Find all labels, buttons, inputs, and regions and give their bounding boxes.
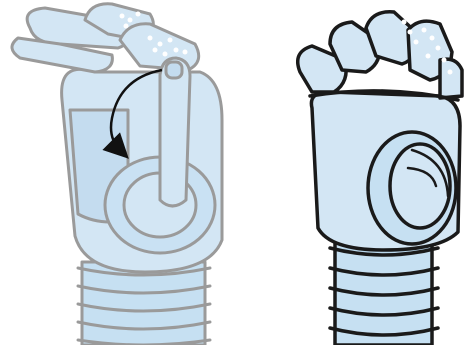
left-hand-panel xyxy=(12,4,222,345)
left-wrist-coil xyxy=(78,262,210,345)
left-thumb xyxy=(160,58,190,206)
right-fingers xyxy=(298,12,462,98)
right-wrist-coil xyxy=(330,238,438,345)
right-hand-panel xyxy=(298,12,462,345)
